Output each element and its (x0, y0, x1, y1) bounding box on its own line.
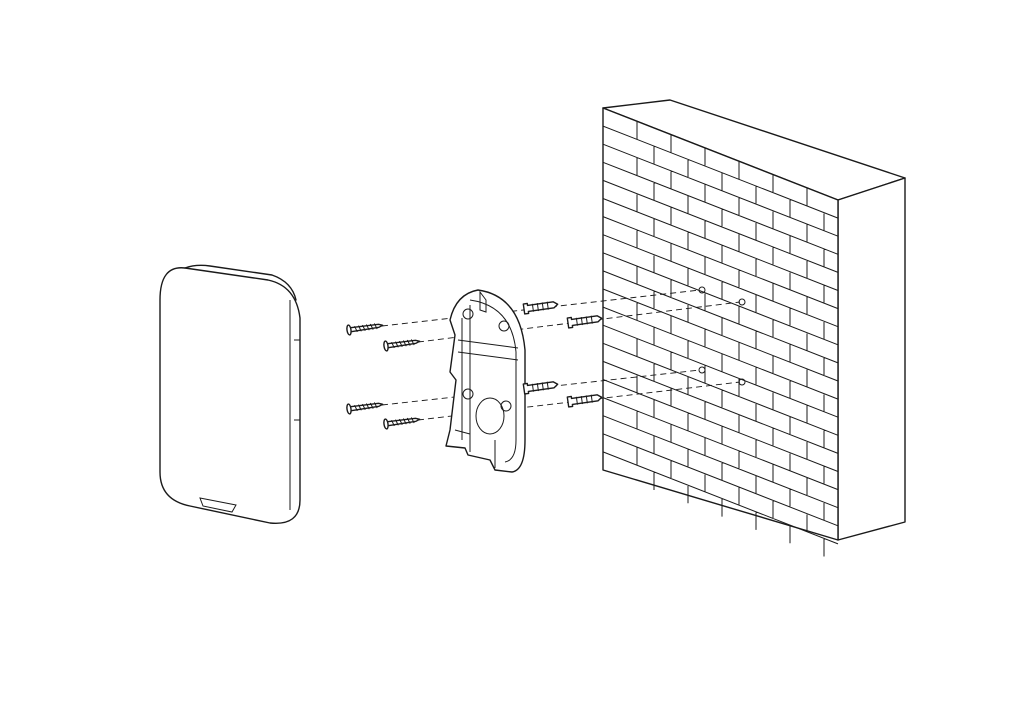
screw (346, 323, 384, 336)
wall-side-face (837, 177, 906, 541)
wall-holes (698, 286, 746, 386)
screw (346, 402, 384, 415)
brick-pattern (602, 121, 839, 557)
wall-front-face (602, 107, 839, 541)
brick-lines (602, 121, 839, 557)
mounting-bracket (445, 289, 526, 473)
fasteners (346, 301, 603, 430)
screw (383, 417, 421, 430)
screw (383, 339, 421, 352)
wall-anchor (566, 394, 603, 408)
brick-wall (602, 99, 906, 557)
device (159, 264, 301, 524)
wall-anchor (522, 381, 559, 395)
wall-anchor (566, 315, 603, 329)
wall-anchor (522, 301, 559, 315)
